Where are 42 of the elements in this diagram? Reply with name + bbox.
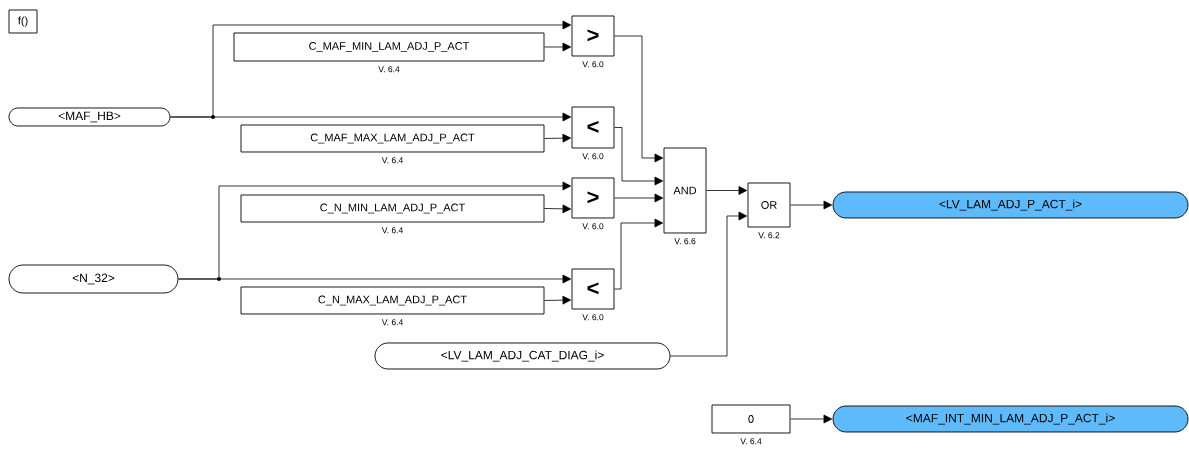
arrow [544,295,572,305]
arrow [178,274,572,284]
arrow [544,133,572,143]
constant-box: C_MAF_MAX_LAM_ADJ_P_ACT [240,124,545,153]
constant-box: C_N_MAX_LAM_ADJ_P_ACT [240,286,545,315]
version-label: V. 6.0 [582,61,604,68]
arrow [670,211,748,357]
version-label: V. 6.0 [582,223,604,230]
comparator-box: < [571,268,615,310]
version-label: V. 6.4 [381,227,403,234]
arrow [790,200,833,210]
arrow [544,42,572,52]
output-port: <MAF_INT_MIN_LAM_ADJ_P_ACT_i> [832,405,1189,433]
arrow [544,204,572,214]
version-label: V. 6.4 [381,319,403,326]
version-label: V. 6.0 [582,314,604,321]
arrow [170,112,572,122]
constant-box: 0 [711,404,791,434]
or-gate-box: OR [747,182,791,228]
comparator-box: < [571,106,615,149]
arrow [790,414,833,424]
version-label: V. 6.0 [582,153,604,160]
version-label: V. 6.4 [378,66,400,73]
version-label: V. 6.4 [740,438,762,445]
arrow [614,193,664,203]
arrow [614,127,664,186]
arrow [614,218,664,290]
constant-box: C_N_MIN_LAM_ADJ_P_ACT [240,194,545,223]
version-label: V. 6.6 [674,238,696,245]
comparator-box: > [571,15,615,57]
version-label: V. 6.2 [758,232,780,239]
constant-box: C_MAF_MIN_LAM_ADJ_P_ACT [233,32,545,62]
version-label: V. 6.4 [381,157,403,164]
input-port: <LV_LAM_ADJ_CAT_DIAG_i> [374,342,671,370]
comparator-box: > [571,177,615,219]
function-box: f() [8,9,38,34]
arrow [706,186,748,195]
arrow [614,35,664,163]
output-port: <LV_LAM_ADJ_P_ACT_i> [832,191,1189,219]
input-port: <N_32> [8,264,179,294]
and-gate-box: AND [663,147,707,234]
input-port: <MAF_HB> [8,107,171,127]
